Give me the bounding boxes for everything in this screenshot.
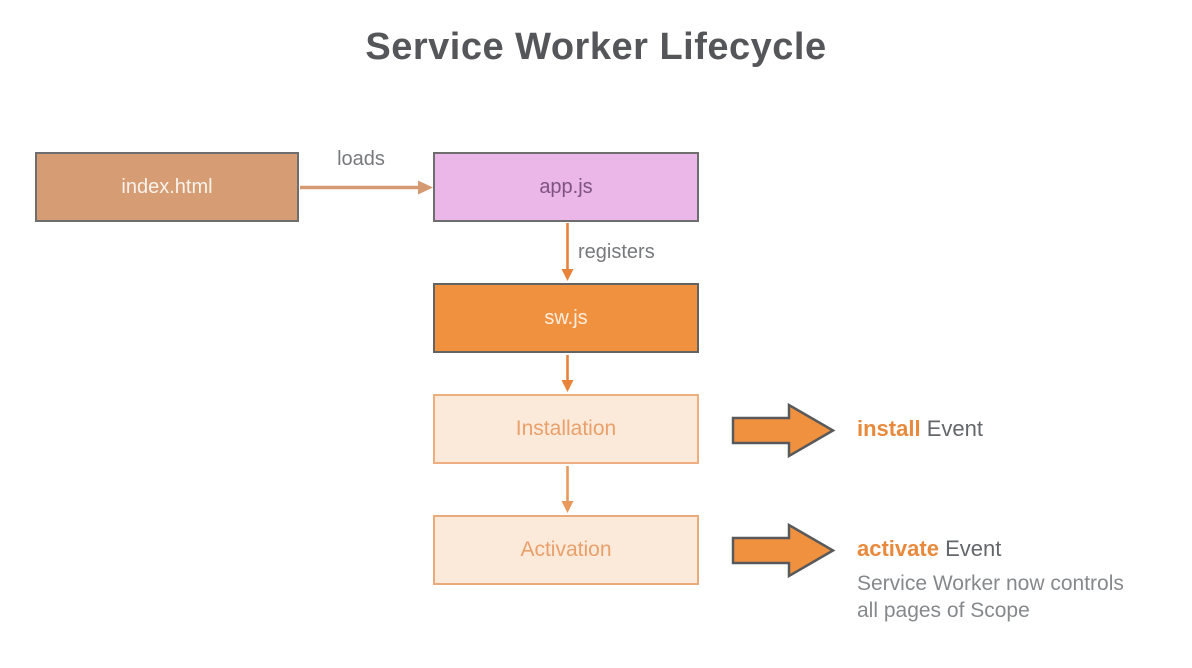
activate-event-note-line2: all pages of Scope (857, 599, 1030, 622)
node-sw-js-label: sw.js (544, 306, 588, 329)
install-event-suffix: Event (920, 416, 983, 441)
activate-block-arrow-icon (731, 522, 836, 579)
loads-arrow (300, 180, 433, 195)
activate-event-text: activate Event (857, 536, 1001, 562)
install-event-keyword: install (857, 416, 921, 441)
node-app-js-label: app.js (539, 175, 593, 198)
node-index-html-label: index.html (121, 175, 213, 198)
sw-to-installation-arrow (561, 355, 574, 392)
install-event-text: install Event (857, 416, 983, 442)
node-installation-label: Installation (515, 417, 617, 440)
node-activation-label: Activation (520, 538, 612, 561)
activate-event-keyword: activate (857, 536, 939, 561)
node-app-js: app.js (433, 152, 699, 222)
install-block-arrow-icon (731, 402, 836, 459)
node-sw-js: sw.js (433, 283, 699, 353)
node-index-html: index.html (35, 152, 299, 222)
registers-arrow (561, 223, 574, 281)
node-installation: Installation (433, 394, 699, 464)
activate-event-suffix: Event (938, 536, 1002, 561)
diagram-title: Service Worker Lifecycle (365, 26, 827, 68)
activate-event-note-line1: Service Worker now controls (857, 572, 1124, 595)
edge-loads-label: loads (337, 148, 385, 170)
activate-event-note: Service Worker now controls all pages of… (857, 570, 1124, 624)
node-activation: Activation (433, 515, 699, 585)
edge-registers-label: registers (578, 241, 655, 263)
installation-to-activation-arrow (561, 466, 574, 513)
